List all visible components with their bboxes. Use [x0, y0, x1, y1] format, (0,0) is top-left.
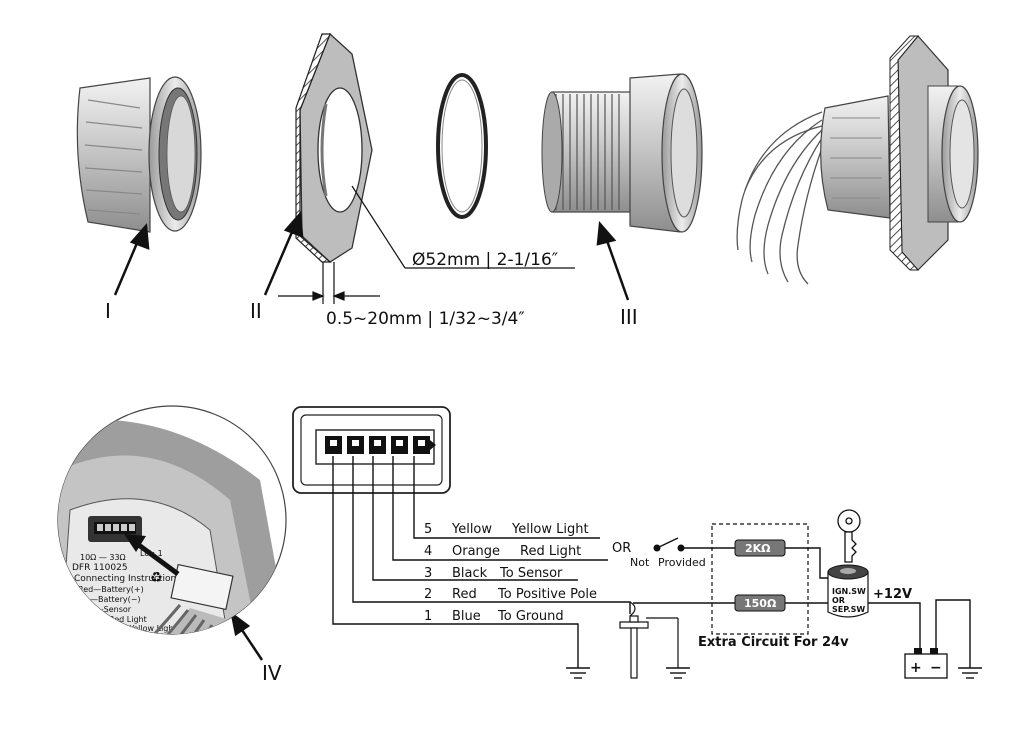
- wire-lines: [332, 456, 631, 668]
- wire-3-number: 3: [424, 566, 432, 581]
- back-line-8: UP: [150, 633, 161, 642]
- ign-sw-line1: IGN.SW: [832, 587, 866, 596]
- wire-3-row: 3 Black To Sensor: [424, 566, 563, 581]
- wire-2-row: 2 Red To Positive Pole: [424, 587, 597, 602]
- resistor-150: 150Ω: [734, 594, 786, 612]
- wire-1-row: 1 Blue To Ground: [424, 609, 564, 624]
- ground-icon-battery: [958, 667, 982, 679]
- wire-4-number: 4: [424, 544, 432, 559]
- resistor-150-label: 150Ω: [744, 597, 777, 610]
- battery-plus: +: [910, 660, 922, 676]
- wire-5-color: Yellow: [451, 522, 492, 537]
- battery-minus: −: [930, 660, 942, 676]
- recycle-icon: ♻: [150, 570, 163, 586]
- sensor-icon: [619, 601, 679, 679]
- back-line-6: ck—Red Light: [92, 615, 147, 624]
- ignition-switch: IGN.SW OR SEP.SW: [827, 564, 869, 618]
- wire-1-number: 1: [424, 609, 432, 624]
- back-line-3: Red—Battery(+): [78, 585, 144, 594]
- connector-plug: [128, 563, 234, 634]
- wire-1-function: To Ground: [497, 609, 564, 624]
- ign-sw-line2: OR: [832, 596, 845, 605]
- bezel-nut: [76, 76, 202, 233]
- ground-icon-wire1: [566, 667, 590, 679]
- wire-4-row: 4 Orange Red Light: [424, 544, 581, 559]
- wiring-connector: [292, 406, 451, 494]
- wire-3-color: Black: [452, 566, 488, 581]
- wire-4-function: Red Light: [520, 544, 581, 559]
- panel-cross-section: [295, 32, 373, 263]
- assembled-gauge: [736, 35, 979, 285]
- light-switch: [653, 537, 735, 552]
- dimension-lines: [278, 185, 575, 304]
- back-line-2: Connecting Instruction: [74, 574, 176, 584]
- wire-5-number: 5: [424, 522, 432, 537]
- switch-provided-label: Provided: [658, 556, 706, 569]
- back-line-1: 10Ω — 33Ω: [80, 553, 126, 562]
- back-line-5: ve—Sensor: [86, 605, 132, 614]
- o-ring: [436, 73, 488, 219]
- wire-2-number: 2: [424, 587, 432, 602]
- wire-2-color: Red: [452, 587, 477, 602]
- wire-1-color: Blue: [452, 609, 481, 624]
- voltage-label: +12V: [873, 587, 912, 602]
- extra-circuit-box: [711, 523, 809, 635]
- wire-4-color: Orange: [452, 544, 500, 559]
- part-III-label: III: [620, 305, 638, 329]
- part-II-label: II: [250, 299, 262, 323]
- callout-arrows: [113, 210, 630, 661]
- extra-circuit-label: Extra Circuit For 24v: [698, 635, 849, 650]
- resistor-2k-label: 2KΩ: [745, 542, 771, 555]
- part-I-label: I: [105, 299, 111, 323]
- back-line-7: ow—Yellow Light: [110, 624, 177, 633]
- switch-not-label: Not: [630, 556, 650, 569]
- threaded-housing: [541, 73, 703, 233]
- ground-icon-sensor: [666, 667, 690, 679]
- resistor-2k: 2KΩ: [734, 539, 786, 557]
- ign-sw-line3: SEP.SW: [832, 605, 865, 614]
- key-icon: [837, 509, 861, 563]
- back-line-4: —Battery(−): [90, 595, 141, 604]
- wire-5-function: Yellow Light: [511, 522, 589, 537]
- part-IV-label: IV: [262, 661, 282, 685]
- battery-icon: + −: [904, 648, 948, 679]
- circuit-lines: [633, 547, 971, 668]
- panel-thickness-label: 0.5~20mm | 1/32~3/4″: [326, 309, 525, 329]
- back-line-0: DFR 110025: [72, 563, 128, 573]
- hole-diameter-label: Ø52mm | 2-1/16″: [412, 250, 558, 270]
- wire-2-function: To Positive Pole: [497, 587, 597, 602]
- or-label: OR: [612, 541, 631, 556]
- wire-3-function: To Sensor: [499, 566, 563, 581]
- wire-5-row: 5 Yellow Yellow Light: [424, 522, 589, 537]
